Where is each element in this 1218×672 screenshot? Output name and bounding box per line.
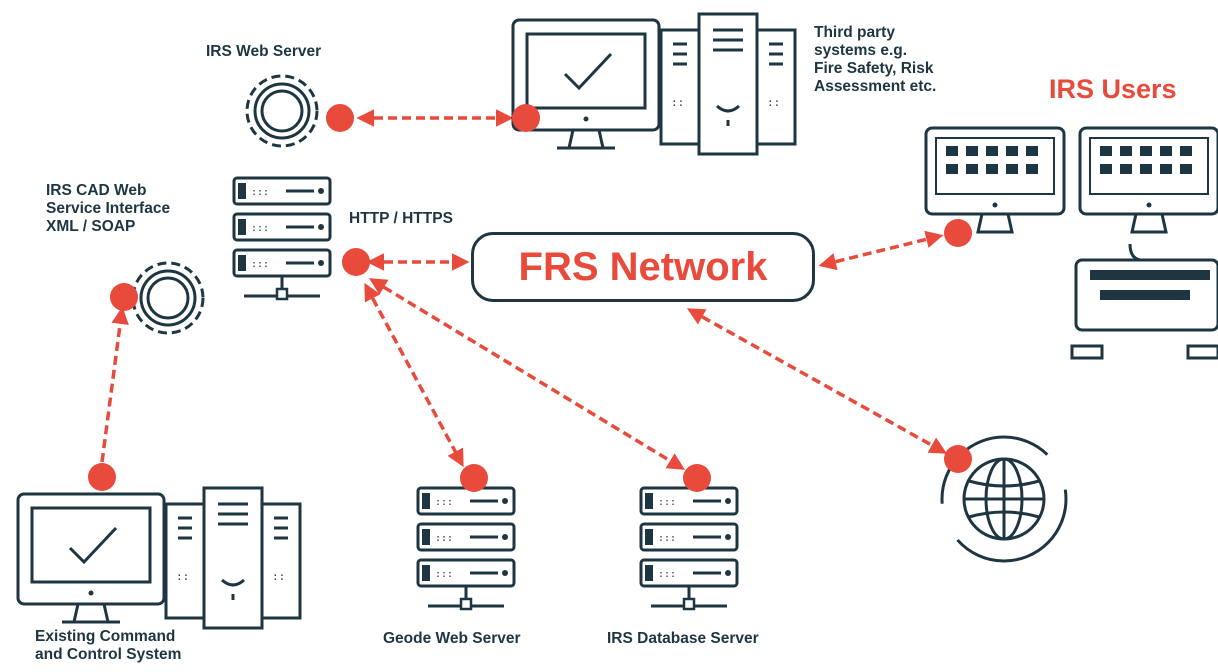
frs-network-node: FRS Network — [471, 232, 815, 302]
connector-dot — [326, 104, 354, 132]
connector-dot — [460, 464, 488, 492]
server-rack-icon — [234, 178, 330, 299]
link-command-cad — [100, 306, 129, 463]
link-network-internet — [686, 308, 948, 454]
link-network-users — [818, 230, 944, 271]
computer-tower-icon — [16, 486, 302, 630]
cad-interface-label: IRS CAD Web Service Interface XML / SOAP — [46, 182, 171, 235]
link-cad-geode — [364, 282, 464, 468]
irs-users-label: IRS Users — [1049, 74, 1177, 104]
connector-dot — [944, 219, 972, 247]
frs-network-label: FRS Network — [518, 244, 768, 289]
connector-dot — [110, 283, 138, 311]
server-rack-icon — [641, 488, 737, 609]
irs-web-server-label: IRS Web Server — [206, 43, 322, 60]
globe-icon — [940, 435, 1068, 563]
workstation-keyboard-icon — [924, 126, 1218, 360]
third-party-label: Third party systems e.g. Fire Safety, Ri… — [814, 24, 937, 95]
irs-db-label: IRS Database Server — [607, 630, 759, 647]
connector-dot — [88, 463, 116, 491]
connection-dots — [88, 104, 972, 492]
connector-dot — [944, 445, 972, 473]
gear-icon — [245, 74, 319, 148]
server-rack-icon — [418, 488, 514, 609]
connector-dot — [512, 104, 540, 132]
link-cad-db — [369, 278, 685, 470]
command-control-label: Existing Command and Control System — [35, 628, 182, 663]
geode-label: Geode Web Server — [383, 630, 521, 647]
gear-icon — [131, 261, 205, 335]
connection-lines — [100, 109, 948, 470]
connector-dot — [683, 464, 711, 492]
http-label: HTTP / HTTPS — [349, 210, 453, 227]
computer-tower-icon — [511, 12, 797, 156]
connector-dot — [342, 248, 370, 276]
